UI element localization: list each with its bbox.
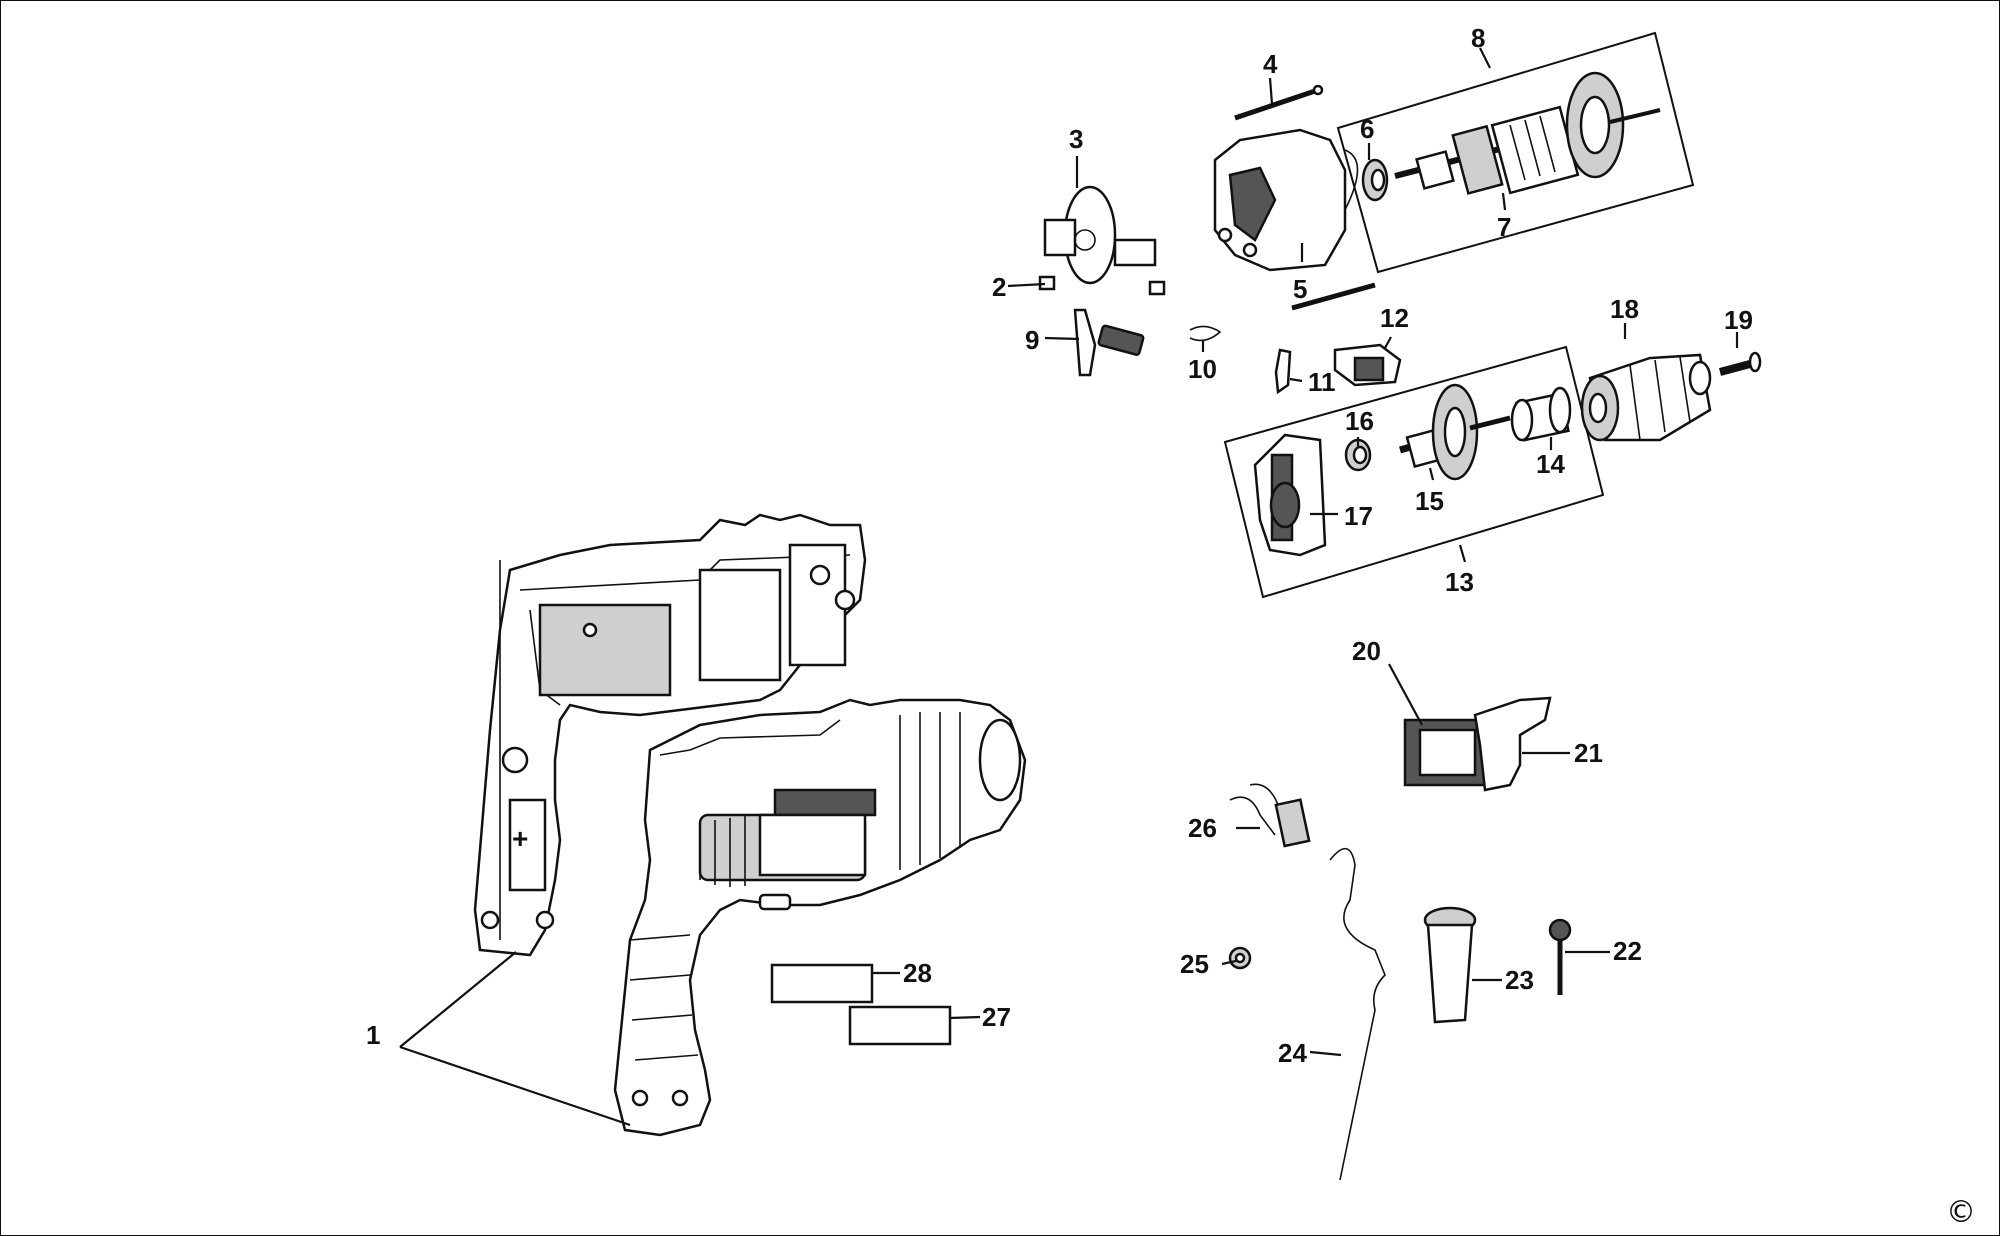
selector-knob — [1333, 343, 1402, 387]
nut — [1228, 946, 1252, 970]
screw-long-lower — [1291, 282, 1376, 311]
svg-text:+: + — [512, 823, 528, 854]
part-label-1: 1 — [366, 1020, 380, 1050]
copyright-symbol: © — [1946, 1195, 1976, 1230]
armature-group-box — [1336, 31, 1695, 274]
part-label-26: 26 — [1188, 813, 1217, 843]
trigger-switch — [1403, 696, 1552, 792]
part-label-6: 6 — [1360, 114, 1374, 144]
part-label-19: 19 — [1724, 305, 1753, 335]
part-label-4: 4 — [1263, 49, 1278, 79]
part-label-21: 21 — [1574, 738, 1603, 768]
brush-holder-plate — [1043, 185, 1157, 285]
label-27 — [848, 1005, 952, 1046]
screw-long — [1234, 84, 1324, 121]
part-label-7: 7 — [1497, 212, 1511, 242]
chuck-screw — [1718, 351, 1762, 376]
chuck-key — [1548, 918, 1572, 995]
part-label-15: 15 — [1415, 486, 1444, 516]
part-label-13: 13 — [1445, 567, 1474, 597]
depth-rod — [1329, 847, 1386, 1181]
part-label-18: 18 — [1610, 294, 1639, 324]
leader-lines — [399, 47, 1739, 1127]
drill-chuck — [1580, 353, 1712, 442]
carbon-brushes — [1038, 275, 1166, 296]
spindle-gear — [1399, 383, 1511, 481]
part-label-5: 5 — [1293, 274, 1307, 304]
spring-contact — [1229, 783, 1311, 848]
part-label-11: 11 — [1308, 367, 1336, 397]
bearing-sleeve-14 — [1510, 386, 1572, 442]
part-label-20: 20 — [1352, 636, 1381, 666]
part-label-3: 3 — [1069, 124, 1083, 154]
gear-housing — [1253, 433, 1327, 557]
part-label-16: 16 — [1345, 406, 1374, 436]
part-label-22: 22 — [1613, 936, 1642, 966]
field-stator — [1213, 128, 1359, 272]
small-lever — [1274, 348, 1292, 395]
part-number-labels: 1 2 3 4 5 6 7 8 9 10 11 12 13 14 15 16 1… — [366, 23, 1753, 1068]
spring-clip — [1189, 325, 1222, 342]
part-label-2: 2 — [992, 272, 1006, 302]
part-label-27: 27 — [982, 1002, 1011, 1032]
side-handle — [1423, 906, 1477, 1024]
label-28 — [770, 963, 874, 1004]
part-label-25: 25 — [1180, 949, 1209, 979]
part-label-14: 14 — [1536, 449, 1565, 479]
part-label-9: 9 — [1025, 325, 1039, 355]
bearing-16 — [1344, 438, 1372, 472]
part-label-24: 24 — [1278, 1038, 1307, 1068]
housing-left-half: + — [473, 513, 867, 957]
part-label-28: 28 — [903, 958, 932, 988]
switch-lever — [1073, 308, 1145, 377]
part-label-8: 8 — [1471, 23, 1485, 53]
part-label-23: 23 — [1505, 965, 1534, 995]
armature — [1394, 71, 1661, 195]
armature-washer — [1361, 158, 1389, 202]
gearbox-group-box — [1223, 345, 1605, 599]
part-label-12: 12 — [1380, 303, 1409, 333]
part-label-17: 17 — [1344, 501, 1373, 531]
housing-right-half — [613, 698, 1027, 1137]
part-label-10: 10 — [1188, 354, 1217, 384]
